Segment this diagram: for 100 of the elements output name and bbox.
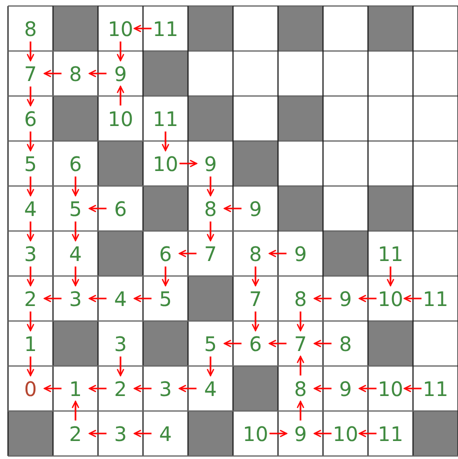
arrow [26, 176, 34, 196]
distance-number: 2 [18, 286, 44, 310]
wall-cell [368, 6, 413, 51]
wall-cell [188, 6, 233, 51]
wall-cell [98, 231, 143, 276]
arrow [270, 430, 288, 438]
distance-number: 3 [18, 242, 44, 266]
distance-number: 10 [108, 16, 134, 40]
distance-number: 6 [62, 152, 88, 176]
arrow [26, 266, 34, 286]
arrow [26, 356, 34, 376]
arrow [26, 42, 34, 62]
arrow [224, 204, 242, 212]
arrow [116, 42, 124, 62]
distance-number: 8 [332, 332, 358, 356]
distance-number: 11 [378, 422, 404, 446]
distance-number: 8 [288, 286, 314, 310]
arrow [72, 176, 80, 196]
wall-cell [53, 321, 98, 366]
arrow [180, 160, 198, 168]
arrow [134, 384, 152, 392]
distance-number: 7 [198, 242, 224, 266]
distance-number: 10 [378, 286, 404, 310]
distance-number: 11 [152, 106, 178, 130]
arrow [44, 294, 62, 302]
distance-number: 4 [198, 376, 224, 400]
wall-cell [143, 321, 188, 366]
arrow [224, 340, 242, 348]
distance-number: 8 [62, 62, 88, 86]
wall-cell [143, 51, 188, 96]
distance-number: 7 [18, 62, 44, 86]
distance-number: 10 [332, 422, 358, 446]
arrow [162, 132, 170, 152]
distance-number: 11 [378, 242, 404, 266]
distance-number: 3 [108, 332, 134, 356]
distance-number: 8 [288, 376, 314, 400]
wall-cell [233, 141, 278, 186]
distance-number: 9 [108, 62, 134, 86]
arrow [296, 356, 304, 376]
distance-number: 11 [422, 376, 448, 400]
wall-cell [8, 411, 53, 456]
arrow [206, 356, 214, 376]
distance-number: 4 [62, 242, 88, 266]
arrow [26, 312, 34, 332]
arrow [134, 430, 152, 438]
wall-cell [368, 186, 413, 231]
distance-number: 3 [152, 376, 178, 400]
wall-cell [278, 96, 323, 141]
arrow [26, 132, 34, 152]
arrow [162, 266, 170, 286]
arrow [386, 266, 394, 286]
arrow [178, 384, 196, 392]
wall-cell [323, 231, 368, 276]
distance-number: 7 [242, 286, 268, 310]
arrow [314, 294, 332, 302]
distance-number: 2 [62, 422, 88, 446]
arrow [296, 400, 304, 420]
distance-number: 9 [332, 286, 358, 310]
arrow [26, 86, 34, 106]
arrow [116, 86, 124, 106]
distance-number: 5 [198, 332, 224, 356]
distance-number: 11 [152, 16, 178, 40]
arrow [296, 312, 304, 332]
wall-cell [278, 6, 323, 51]
distance-number: 8 [18, 16, 44, 40]
arrow [88, 384, 106, 392]
distance-number: 4 [152, 422, 178, 446]
wall-cell [188, 276, 233, 321]
arrow [252, 266, 260, 286]
arrow [358, 384, 376, 392]
arrow [134, 24, 152, 32]
wall-cell [188, 411, 233, 456]
arrow [178, 250, 196, 258]
distance-number: 6 [242, 332, 268, 356]
wall-cell [368, 321, 413, 366]
arrow [358, 294, 376, 302]
distance-number: 3 [62, 286, 88, 310]
distance-number: 7 [288, 332, 314, 356]
distance-number: 6 [152, 242, 178, 266]
wall-cell [188, 96, 233, 141]
distance-number: 9 [242, 196, 268, 220]
arrow [72, 400, 80, 420]
distance-number: 10 [378, 376, 404, 400]
arrow [116, 356, 124, 376]
wall-cell [278, 186, 323, 231]
arrow [404, 294, 422, 302]
distance-number: 9 [288, 242, 314, 266]
arrow [88, 70, 106, 78]
distance-number: 8 [242, 242, 268, 266]
arrow [206, 176, 214, 196]
distance-number: 9 [198, 152, 224, 176]
arrow [44, 384, 62, 392]
wall-cell [143, 186, 188, 231]
distance-number: 10 [108, 106, 134, 130]
arrow [88, 294, 106, 302]
distance-number: 3 [108, 422, 134, 446]
arrow [314, 430, 332, 438]
arrow [26, 222, 34, 242]
distance-number: 9 [288, 422, 314, 446]
distance-number: 5 [62, 196, 88, 220]
